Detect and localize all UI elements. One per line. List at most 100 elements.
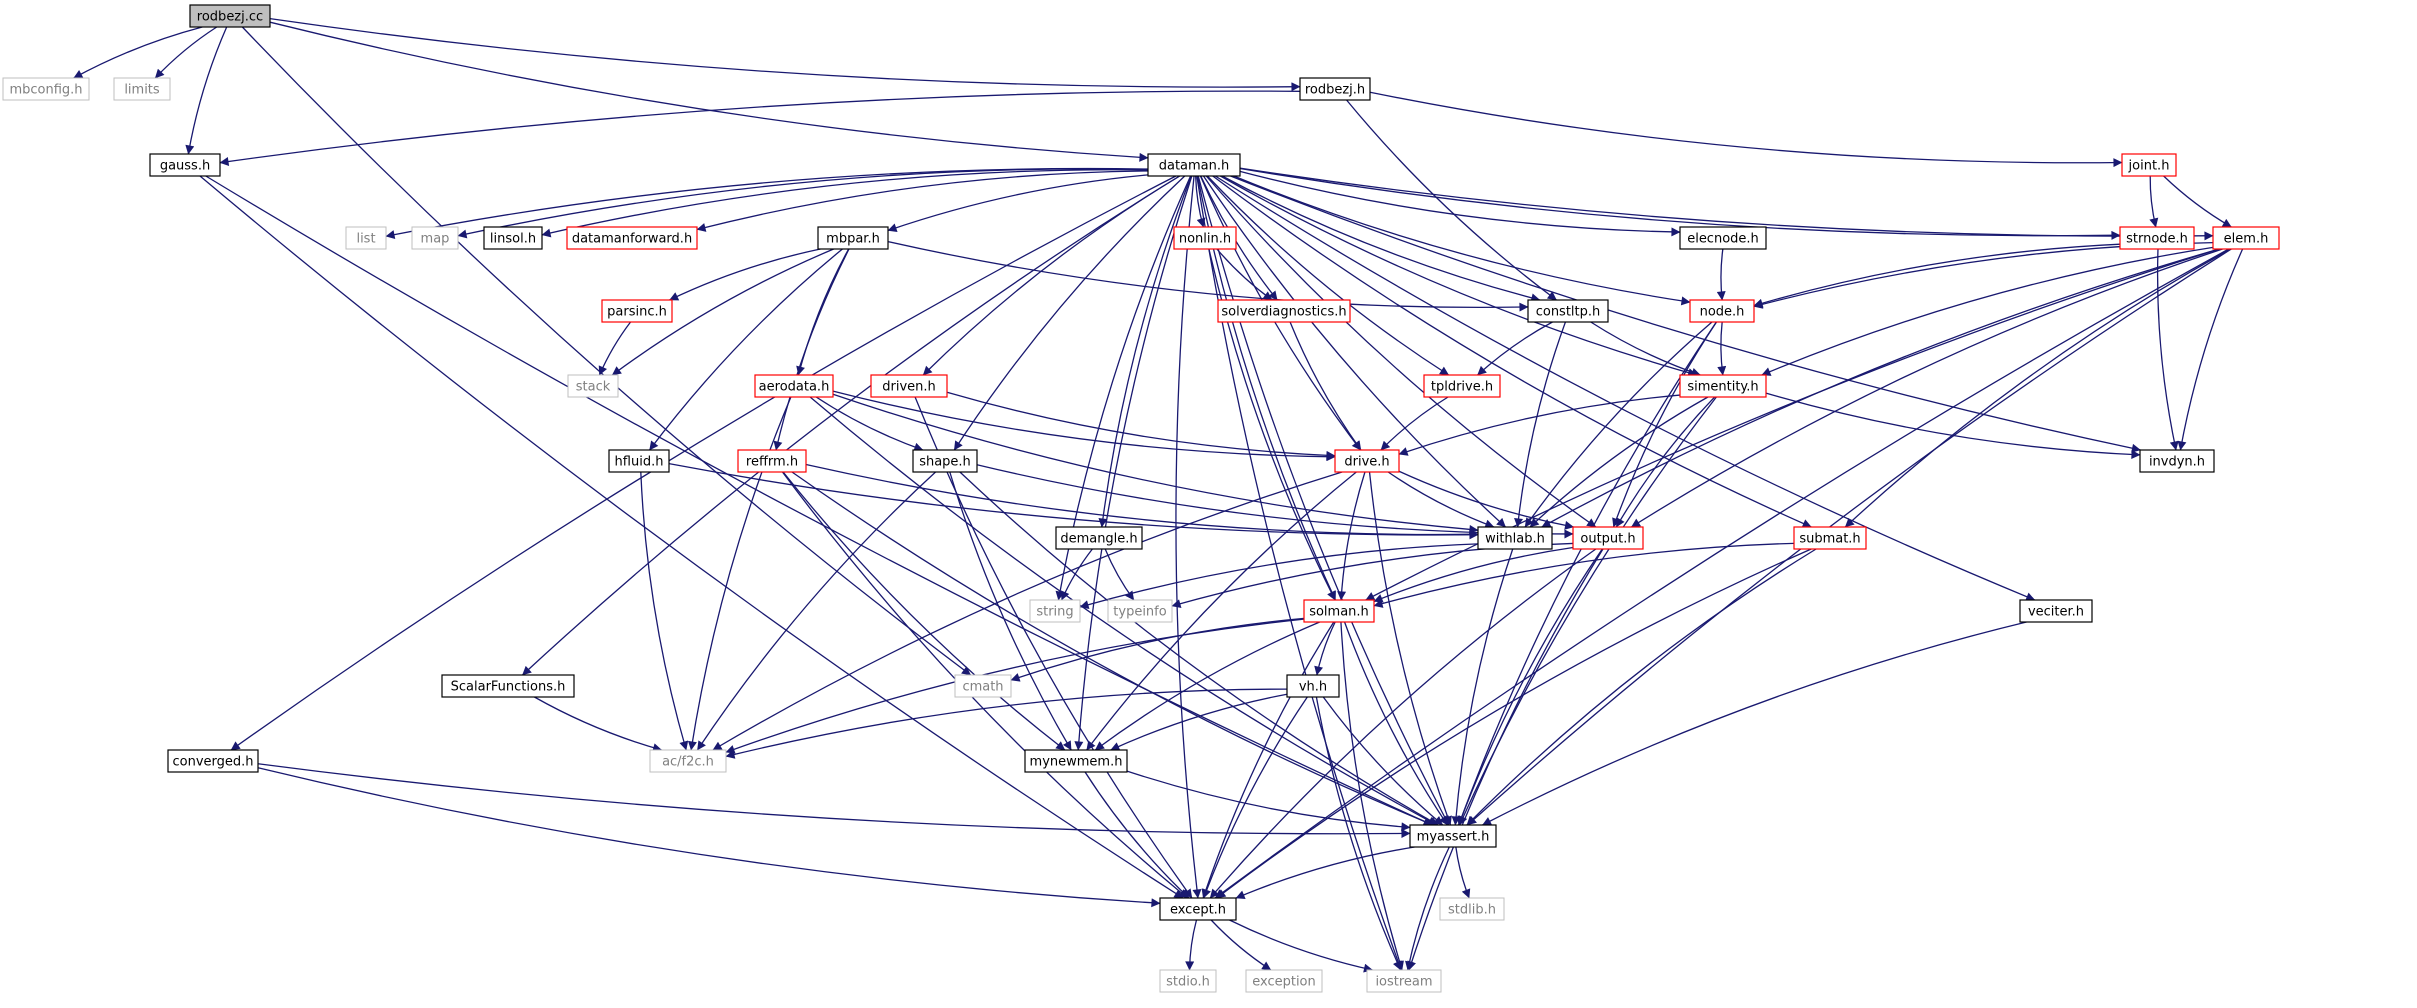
- node-box: [1159, 897, 1237, 921]
- node-limits[interactable]: limits: [113, 77, 171, 101]
- node-stdlib[interactable]: stdlib.h: [1439, 897, 1505, 921]
- edge-rodbezj_cc-to-limits: [154, 26, 218, 79]
- edge-dataman-to-map: [457, 168, 1149, 239]
- node-reffrm[interactable]: reffrm.h: [737, 449, 807, 473]
- node-tpldrive[interactable]: tpldrive.h: [1423, 374, 1501, 398]
- node-stdio[interactable]: stdio.h: [1159, 969, 1217, 993]
- node-submat[interactable]: submat.h: [1793, 526, 1867, 550]
- node-drive[interactable]: drive.h: [1334, 449, 1400, 473]
- node-label: tpldrive.h: [1431, 380, 1493, 395]
- node-withlab[interactable]: withlab.h: [1477, 526, 1553, 550]
- node-node[interactable]: node.h: [1689, 299, 1755, 323]
- node-datamanforward[interactable]: datamanforward.h: [566, 226, 698, 250]
- node-invdyn[interactable]: invdyn.h: [2139, 449, 2215, 473]
- edge-node-to-output: [1612, 321, 1718, 528]
- node-box: [608, 449, 670, 473]
- edge-simentity-to-withlab: [1529, 396, 1709, 528]
- node-string[interactable]: string: [1029, 599, 1081, 623]
- node-elem[interactable]: elem.h: [2212, 226, 2280, 250]
- node-linsol[interactable]: linsol.h: [483, 226, 543, 250]
- edge-except-to-iostream: [1229, 919, 1373, 973]
- node-map[interactable]: map: [411, 226, 459, 250]
- node-box: [189, 4, 271, 28]
- node-box: [411, 226, 459, 250]
- node-rodbezj_h[interactable]: rodbezj.h: [1299, 77, 1371, 101]
- node-cmath[interactable]: cmath: [954, 674, 1012, 698]
- edge-node-to-withlab: [1524, 321, 1713, 528]
- node-strnode[interactable]: strnode.h: [2119, 226, 2195, 250]
- edge-drive-to-solman: [1337, 471, 1366, 601]
- edge-elem-to-myassert: [1467, 248, 2232, 826]
- node-except[interactable]: except.h: [1159, 897, 1237, 921]
- node-box: [1286, 674, 1340, 698]
- node-converged[interactable]: converged.h: [167, 749, 259, 773]
- node-label: linsol.h: [490, 232, 536, 247]
- node-iostream[interactable]: iostream: [1366, 969, 1442, 993]
- node-output[interactable]: output.h: [1572, 526, 1644, 550]
- edge-mbpar-to-parsinc: [669, 248, 821, 301]
- node-label: node.h: [1700, 305, 1745, 320]
- edge-scalarfunctions-to-acf2c: [534, 696, 663, 753]
- node-dataman[interactable]: dataman.h: [1147, 153, 1241, 177]
- node-box: [1366, 969, 1442, 993]
- edge-myassert-to-stdlib: [1455, 846, 1471, 899]
- node-acf2c[interactable]: ac/f2c.h: [649, 749, 727, 773]
- node-typeinfo[interactable]: typeinfo: [1107, 599, 1173, 623]
- edge-hfluid-to-acf2c: [640, 471, 689, 751]
- node-box: [601, 299, 673, 323]
- edge-strnode-to-node: [1753, 243, 2121, 308]
- edge-vh-to-except: [1202, 696, 1308, 899]
- edge-constltp-to-tpldrive: [1477, 321, 1553, 376]
- node-label: myassert.h: [1417, 830, 1490, 845]
- node-vh[interactable]: vh.h: [1286, 674, 1340, 698]
- node-stack[interactable]: stack: [567, 374, 619, 398]
- node-aerodata[interactable]: aerodata.h: [754, 374, 834, 398]
- edge-reffrm-to-myassert: [791, 471, 1434, 826]
- node-driven[interactable]: driven.h: [870, 374, 948, 398]
- node-label: joint.h: [2128, 159, 2170, 174]
- node-solverdiagnostics[interactable]: solverdiagnostics.h: [1217, 299, 1351, 323]
- node-simentity[interactable]: simentity.h: [1679, 374, 1767, 398]
- node-mbpar[interactable]: mbpar.h: [817, 226, 889, 250]
- node-label: exception: [1252, 975, 1316, 990]
- edge-withlab-to-myassert: [1451, 548, 1514, 826]
- node-joint[interactable]: joint.h: [2121, 153, 2177, 177]
- node-label: stdio.h: [1166, 975, 1210, 990]
- node-label: hfluid.h: [615, 455, 664, 470]
- node-label: vh.h: [1299, 680, 1327, 695]
- edge-dataman-to-iostream: [1196, 175, 1403, 971]
- node-elecnode[interactable]: elecnode.h: [1679, 226, 1767, 250]
- node-constltp[interactable]: constltp.h: [1527, 299, 1609, 323]
- node-box: [2119, 226, 2195, 250]
- node-box: [483, 226, 543, 250]
- node-label: aerodata.h: [759, 380, 830, 395]
- node-box: [149, 153, 221, 177]
- node-box: [2, 77, 90, 101]
- node-label: shape.h: [919, 455, 971, 470]
- node-solman[interactable]: solman.h: [1303, 599, 1375, 623]
- edge-dataman-to-withlab: [1202, 175, 1506, 528]
- node-gauss[interactable]: gauss.h: [149, 153, 221, 177]
- node-exception[interactable]: exception: [1245, 969, 1323, 993]
- node-hfluid[interactable]: hfluid.h: [608, 449, 670, 473]
- edge-solman-to-myassert: [1343, 621, 1448, 826]
- node-mbconfig[interactable]: mbconfig.h: [2, 77, 90, 101]
- node-shape[interactable]: shape.h: [912, 449, 978, 473]
- node-label: solman.h: [1309, 605, 1369, 620]
- node-box: [1679, 374, 1767, 398]
- node-rodbezj_cc[interactable]: rodbezj.cc: [189, 4, 271, 28]
- edge-vh-to-mynewmem: [1110, 693, 1288, 751]
- node-nonlin[interactable]: nonlin.h: [1173, 226, 1237, 250]
- node-veciter[interactable]: veciter.h: [2019, 599, 2093, 623]
- node-label: map: [421, 232, 450, 247]
- node-list[interactable]: list: [345, 226, 387, 250]
- node-label: drive.h: [1344, 455, 1389, 470]
- node-myassert[interactable]: myassert.h: [1409, 824, 1497, 848]
- node-parsinc[interactable]: parsinc.h: [601, 299, 673, 323]
- node-demangle[interactable]: demangle.h: [1055, 526, 1143, 550]
- edge-mynewmem-to-myassert: [1126, 770, 1411, 832]
- node-mynewmem[interactable]: mynewmem.h: [1024, 749, 1128, 773]
- node-label: reffrm.h: [746, 455, 798, 470]
- edge-mynewmem-to-except: [1084, 771, 1190, 899]
- node-scalarfunctions[interactable]: ScalarFunctions.h: [441, 674, 575, 698]
